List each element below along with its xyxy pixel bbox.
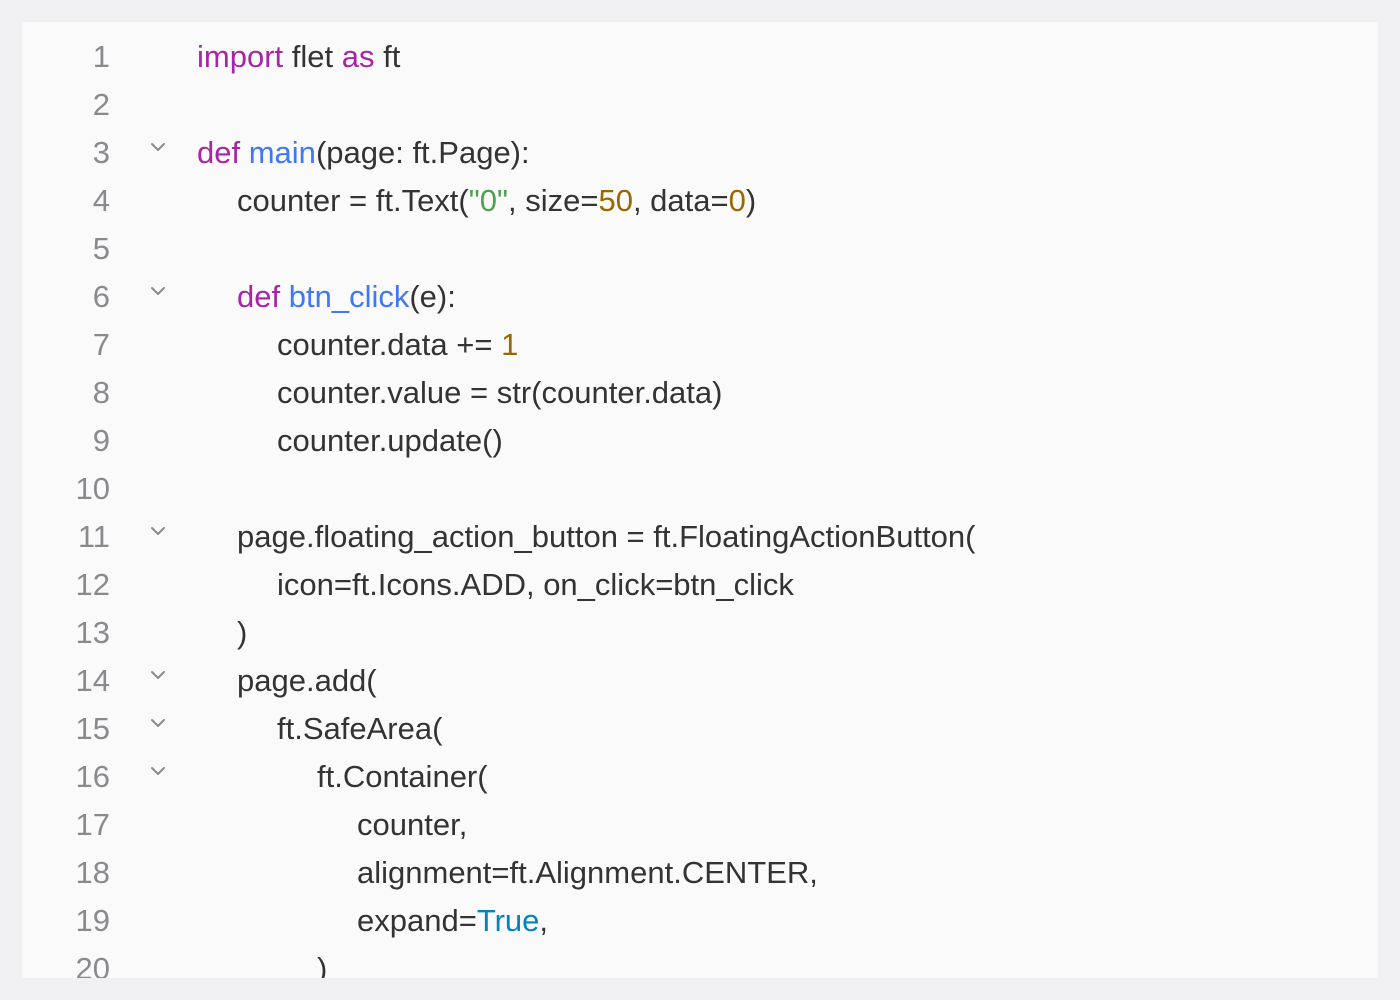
- line-number: 18: [75, 855, 110, 890]
- code-line[interactable]: 1 import flet as ft: [22, 25, 1378, 74]
- code-text: icon=ft.Icons.ADD, on_click=btn_click: [277, 561, 794, 609]
- code-text: page.floating_action_button = ft.Floatin…: [237, 513, 976, 561]
- code-line[interactable]: 4 counter = ft.Text("0", size=50, data=0): [22, 169, 1378, 218]
- code-token: , size=: [508, 183, 599, 218]
- code-line[interactable]: 11 page.floating_action_button = ft.Float…: [22, 505, 1378, 554]
- code-line[interactable]: 16 ft.Container(: [22, 745, 1378, 794]
- line-number: 7: [92, 327, 110, 362]
- code-line[interactable]: 18 alignment=ft.Alignment.CENTER,: [22, 841, 1378, 890]
- code-line[interactable]: 5: [22, 217, 1378, 266]
- code-line[interactable]: 20): [22, 937, 1378, 978]
- code-token: (page: ft.Page):: [315, 135, 530, 170]
- code-token: counter,: [357, 807, 468, 842]
- code-line[interactable]: 13): [22, 601, 1378, 650]
- code-token: ft: [374, 39, 401, 74]
- chevron-down-icon[interactable]: [149, 285, 167, 297]
- chevron-down-icon[interactable]: [149, 765, 167, 777]
- code-token: [240, 135, 249, 170]
- code-token: , data=: [632, 183, 729, 218]
- line-number: 11: [77, 519, 110, 554]
- code-token: icon=ft.Icons.ADD, on_click=btn_click: [277, 567, 794, 602]
- code-token: ft.Container(: [317, 759, 488, 794]
- code-line[interactable]: 17 counter,: [22, 793, 1378, 842]
- code-token: True: [476, 903, 540, 938]
- code-token: ,: [539, 903, 549, 938]
- code-token: "0": [468, 183, 508, 218]
- code-token: main: [248, 135, 316, 170]
- code-token: def: [237, 279, 281, 314]
- code-token: import: [197, 39, 284, 74]
- code-line[interactable]: 9 counter.update(): [22, 409, 1378, 458]
- code-token: expand=: [357, 903, 477, 938]
- chevron-down-icon[interactable]: [149, 717, 167, 729]
- code-token: counter.value = str(counter.data): [277, 375, 723, 410]
- line-number: 13: [75, 615, 110, 650]
- code-text: import flet as ft: [197, 33, 400, 81]
- line-number: 19: [75, 903, 110, 938]
- code-text: counter = ft.Text("0", size=50, data=0): [237, 177, 756, 225]
- code-token: 50: [598, 183, 633, 218]
- code-text: def btn_click(e):: [237, 273, 456, 321]
- code-token: counter = ft.Text(: [237, 183, 469, 218]
- line-number: 10: [75, 471, 110, 506]
- chevron-down-icon[interactable]: [149, 525, 167, 537]
- line-number: 4: [92, 183, 110, 218]
- code-line[interactable]: 3 def main(page: ft.Page):: [22, 121, 1378, 170]
- code-token: ): [237, 615, 248, 650]
- code-text: ): [237, 609, 247, 657]
- line-number: 14: [75, 663, 110, 698]
- code-token: flet: [283, 39, 342, 74]
- code-line[interactable]: 12 icon=ft.Icons.ADD, on_click=btn_click: [22, 553, 1378, 602]
- line-number: 2: [92, 87, 110, 122]
- line-number: 9: [92, 423, 110, 458]
- code-token: counter.update(): [277, 423, 503, 458]
- code-line[interactable]: 7 counter.data += 1: [22, 313, 1378, 362]
- code-token: as: [341, 39, 375, 74]
- code-token: page.add(: [237, 663, 377, 698]
- line-number: 8: [92, 375, 110, 410]
- code-token: page.floating_action_button = ft.Floatin…: [237, 519, 976, 554]
- line-number: 20: [75, 951, 110, 978]
- code-text: def main(page: ft.Page):: [197, 129, 530, 177]
- code-token: (e):: [409, 279, 456, 314]
- line-number: 17: [75, 807, 110, 842]
- chevron-down-icon[interactable]: [149, 669, 167, 681]
- code-text: ): [317, 945, 327, 978]
- code-line[interactable]: 10: [22, 457, 1378, 506]
- code-token: [280, 279, 289, 314]
- code-text: counter,: [357, 801, 467, 849]
- code-token: def: [197, 135, 241, 170]
- line-number: 12: [75, 567, 110, 602]
- line-number: 15: [75, 711, 110, 746]
- line-number: 6: [92, 279, 110, 314]
- code-text: expand=True,: [357, 897, 548, 945]
- code-line[interactable]: 6 def btn_click(e):: [22, 265, 1378, 314]
- line-number: 16: [75, 759, 110, 794]
- code-token: 0: [728, 183, 746, 218]
- code-token: ): [317, 951, 328, 978]
- code-text: ft.SafeArea(: [277, 705, 442, 753]
- line-number: 3: [92, 135, 110, 170]
- line-number: 1: [92, 39, 110, 74]
- code-token: btn_click: [288, 279, 410, 314]
- code-text: ft.Container(: [317, 753, 488, 801]
- code-line[interactable]: 19 expand=True,: [22, 889, 1378, 938]
- code-text: page.add(: [237, 657, 377, 705]
- code-text: counter.update(): [277, 417, 503, 465]
- line-number: 5: [92, 231, 110, 266]
- code-line[interactable]: 15 ft.SafeArea(: [22, 697, 1378, 746]
- code-token: 1: [501, 327, 519, 362]
- code-editor[interactable]: 1 import flet as ft 2 3 def main(page: ft.Pa…: [22, 22, 1378, 978]
- code-line[interactable]: 2: [22, 73, 1378, 122]
- code-text: counter.value = str(counter.data): [277, 369, 722, 417]
- code-token: alignment=ft.Alignment.CENTER,: [357, 855, 818, 890]
- code-line[interactable]: 14 page.add(: [22, 649, 1378, 698]
- code-text: counter.data += 1: [277, 321, 518, 369]
- code-text: alignment=ft.Alignment.CENTER,: [357, 849, 818, 897]
- code-line[interactable]: 8 counter.value = str(counter.data): [22, 361, 1378, 410]
- chevron-down-icon[interactable]: [149, 141, 167, 153]
- code-token: counter.data +=: [277, 327, 502, 362]
- code-token: ): [745, 183, 757, 218]
- code-token: ft.SafeArea(: [277, 711, 443, 746]
